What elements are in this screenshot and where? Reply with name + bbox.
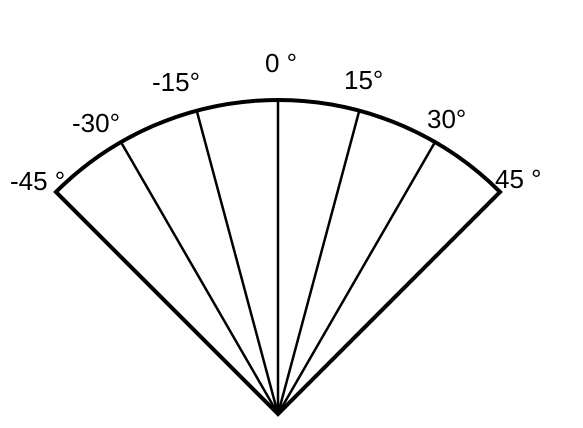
angle-ray-15 <box>276 110 361 415</box>
angle-label-30: 30° <box>427 104 466 134</box>
angle-label-minus-30: -30° <box>72 108 120 138</box>
angle-label-45: 45 ° <box>495 164 542 194</box>
angle-ray-minus-15 <box>195 110 280 415</box>
angle-label-0: 0 ° <box>265 48 297 78</box>
angle-rays <box>119 100 437 415</box>
angle-labels: -45 ° -30° -15° 0 ° 15° 30° 45 ° <box>10 48 542 196</box>
angle-ray-minus-30 <box>119 141 280 415</box>
angle-ray-30 <box>276 141 437 415</box>
angle-label-15: 15° <box>344 65 383 95</box>
angle-label-minus-45: -45 ° <box>10 166 65 196</box>
angle-label-minus-15: -15° <box>152 67 200 97</box>
